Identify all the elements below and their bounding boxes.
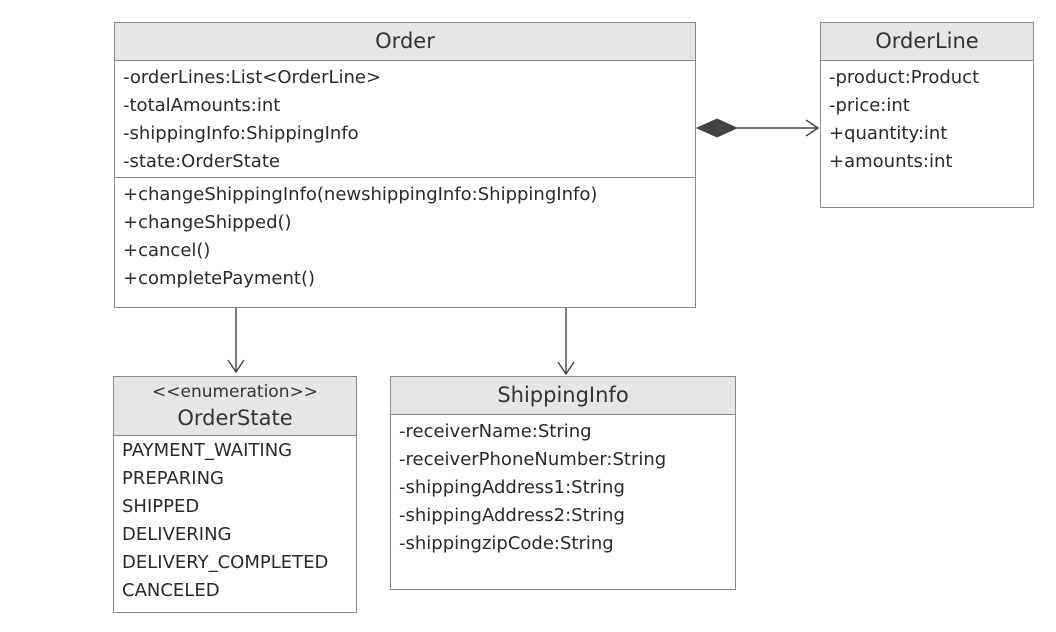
enum-literal: CANCELED [122, 580, 220, 601]
enum-literal: DELIVERING [122, 524, 232, 545]
class-name: OrderLine [875, 29, 979, 53]
class-shippinginfo-header: ShippingInfo [391, 377, 735, 415]
attribute: -orderLines:List<OrderLine> [123, 67, 382, 88]
operation: +completePayment() [123, 268, 316, 289]
enum-literal: PREPARING [122, 468, 224, 489]
attribute: -price:int [829, 95, 910, 116]
attribute: -shippingAddress1:String [399, 477, 625, 498]
class-name: Order [375, 29, 435, 53]
association-arrowhead [557, 361, 575, 376]
attribute: -totalAmounts:int [123, 95, 281, 116]
stereotype-label: <<enumeration>> [152, 382, 318, 402]
class-orderline-header: OrderLine [821, 23, 1033, 61]
composition-diamond [695, 118, 739, 138]
attribute: +quantity:int [829, 123, 948, 144]
class-shippinginfo-attributes: -receiverName:String -receiverPhoneNumbe… [391, 415, 735, 562]
association-order-shippinginfo [557, 308, 575, 376]
class-order-header: Order [115, 23, 695, 61]
class-order-attributes: -orderLines:List<OrderLine> -totalAmount… [115, 61, 695, 177]
attribute: -product:Product [829, 67, 980, 88]
attribute: -receiverPhoneNumber:String [399, 449, 667, 470]
composition-order-orderline [695, 118, 820, 138]
enum-literal: DELIVERY_COMPLETED [122, 552, 329, 573]
class-orderstate-literals: PAYMENT_WAITING PREPARING SHIPPED DELIVE… [114, 436, 356, 609]
attribute: -receiverName:String [399, 421, 592, 442]
operation: +cancel() [123, 240, 211, 261]
attribute: -shippingInfo:ShippingInfo [123, 123, 359, 144]
operation: +changeShippingInfo(newshippingInfo:Ship… [123, 184, 598, 205]
class-orderline-attributes: -product:Product -price:int +quantity:in… [821, 61, 1033, 180]
association-arrowhead [227, 359, 245, 374]
class-shippinginfo[interactable]: ShippingInfo -receiverName:String -recei… [390, 376, 736, 590]
enum-literal: SHIPPED [122, 496, 200, 517]
class-orderstate[interactable]: <<enumeration>> OrderState PAYMENT_WAITI… [113, 376, 357, 613]
class-name: OrderState [177, 406, 293, 430]
class-orderline[interactable]: OrderLine -product:Product -price:int +q… [820, 22, 1034, 208]
class-order[interactable]: Order -orderLines:List<OrderLine> -total… [114, 22, 696, 308]
association-order-orderstate [227, 308, 245, 374]
attribute: -shippingAddress2:String [399, 505, 625, 526]
attribute: -state:OrderState [123, 151, 280, 172]
attribute: +amounts:int [829, 151, 953, 172]
class-name: ShippingInfo [497, 383, 629, 407]
enum-literal: PAYMENT_WAITING [122, 440, 293, 461]
composition-arrowhead [805, 119, 820, 137]
attribute: -shippingzipCode:String [399, 533, 614, 554]
class-orderstate-header: <<enumeration>> OrderState [114, 377, 356, 436]
operation: +changeShipped() [123, 212, 292, 233]
class-order-operations: +changeShippingInfo(newshippingInfo:Ship… [115, 177, 695, 297]
